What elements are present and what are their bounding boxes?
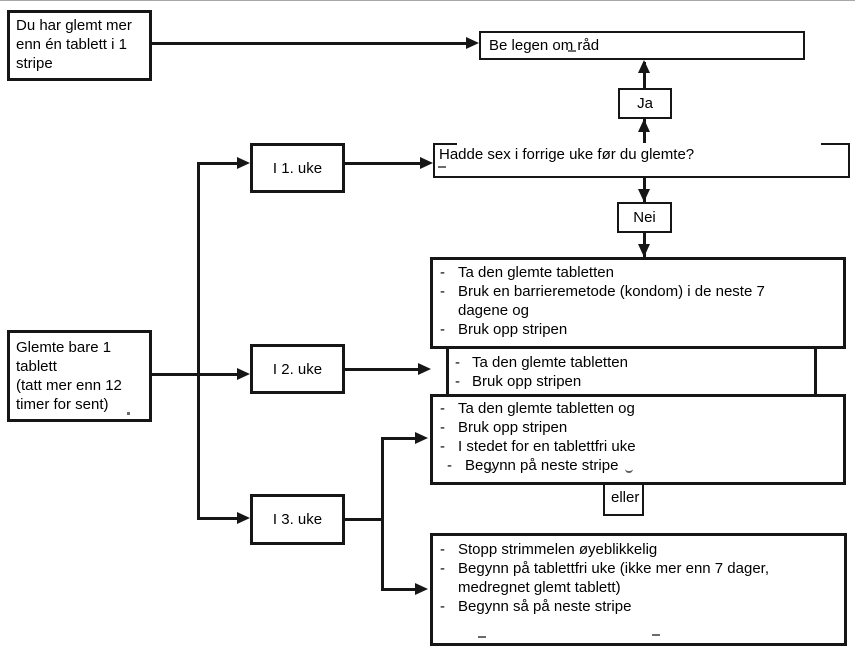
yes-box: Ja bbox=[618, 88, 672, 119]
box-text: Be legen om råd bbox=[489, 37, 600, 54]
connector-week3-option1 bbox=[381, 437, 415, 440]
box-text: Hadde sex i forrige uke før du glemte? bbox=[439, 146, 695, 163]
list-item: - Bruk opp stripen bbox=[449, 372, 814, 391]
page-top-border bbox=[0, 0, 855, 1]
connector-forgotone-week2 bbox=[152, 373, 237, 376]
week3-node-box: I 3. uke bbox=[250, 494, 345, 545]
list-item: - Bruk opp stripen bbox=[433, 320, 843, 339]
week3-option2-box: - Stopp strimmelen øyeblikkelig - Begynn… bbox=[430, 533, 847, 646]
bullet-text: Begynn så på neste stripe bbox=[458, 598, 632, 615]
box-text: eller bbox=[611, 489, 640, 506]
or-box: eller bbox=[603, 485, 644, 516]
had-sex-question-box: Hadde sex i forrige uke før du glemte? bbox=[433, 143, 850, 178]
box-text: Nei bbox=[633, 209, 656, 226]
print-artifact bbox=[438, 166, 446, 168]
forgot-one-box: Glemte bare 1 tablett (tatt mer enn 12 t… bbox=[7, 330, 152, 422]
print-artifact bbox=[625, 466, 633, 473]
box-text-line: enn én tablett i 1 bbox=[16, 36, 127, 53]
bullet-text: Bruk en barrieremetode (kondom) i de nes… bbox=[458, 283, 765, 319]
week1-node-box: I 1. uke bbox=[250, 143, 345, 193]
box-text: I 3. uke bbox=[272, 511, 323, 528]
arrowhead-right-icon bbox=[466, 37, 479, 49]
bullet-dash: - bbox=[440, 321, 445, 338]
connector-week2-actions bbox=[345, 368, 418, 371]
box-text: I 1. uke bbox=[272, 159, 323, 177]
forgot-multiple-box: Du har glemt mer enn én tablett i 1 stri… bbox=[7, 10, 152, 81]
arrowhead-right-icon bbox=[237, 368, 250, 380]
arrowhead-up-icon bbox=[638, 60, 650, 73]
arrowhead-down-icon bbox=[638, 244, 650, 257]
bullet-text: Bruk opp stripen bbox=[472, 373, 582, 390]
box-text-line: timer for sent) bbox=[16, 396, 109, 413]
connector-week3-split bbox=[345, 518, 383, 521]
connector-yes-askdoctor bbox=[643, 62, 646, 88]
arrowhead-up-icon bbox=[638, 119, 650, 132]
bullet-text: Ta den glemte tabletten og bbox=[458, 400, 635, 417]
arrowhead-right-icon bbox=[237, 157, 250, 169]
bullet-dash: - bbox=[440, 560, 445, 577]
week2-actions-box: - Ta den glemte tabletten - Bruk opp str… bbox=[446, 349, 817, 394]
list-item: - I stedet for en tablettfri uke bbox=[433, 437, 843, 456]
bullet-dash: - bbox=[440, 438, 445, 455]
bullet-dash: - bbox=[440, 598, 445, 615]
week2-node-box: I 2. uke bbox=[250, 344, 345, 394]
print-artifact bbox=[127, 412, 130, 415]
connector-branch-trunk bbox=[197, 162, 200, 520]
arrowhead-right-icon bbox=[237, 512, 250, 524]
list-item: - Ta den glemte tabletten bbox=[449, 353, 814, 372]
bullet-text: Bruk opp stripen bbox=[458, 419, 568, 436]
box-text-line: (tatt mer enn 12 bbox=[16, 377, 122, 394]
arrowhead-right-icon bbox=[420, 157, 433, 169]
list-item: - Bruk opp stripen bbox=[433, 418, 843, 437]
bullet-dash: - bbox=[455, 373, 460, 390]
box-text-line: Glemte bare 1 bbox=[16, 339, 112, 356]
list-item: - Ta den glemte tabletten og bbox=[433, 399, 843, 418]
bullet-dash: - bbox=[440, 400, 445, 417]
connector-week1-question bbox=[345, 162, 420, 165]
connector-week3-split-vertical bbox=[381, 438, 384, 591]
arrowhead-right-icon bbox=[415, 432, 428, 444]
print-artifact bbox=[652, 634, 660, 636]
connector-trunk-week1 bbox=[197, 162, 237, 165]
arrowhead-right-icon bbox=[415, 583, 428, 595]
week1-actions-box: - Ta den glemte tabletten - Bruk en barr… bbox=[430, 257, 846, 349]
connector-week3-option2 bbox=[381, 588, 415, 591]
bullet-dash: - bbox=[440, 541, 445, 558]
box-text: Ja bbox=[637, 95, 653, 112]
list-item: - Begynn så på neste stripe bbox=[433, 597, 844, 616]
box-text-line: tablett bbox=[16, 358, 57, 375]
week3-option1-box: - Ta den glemte tabletten og - Bruk opp … bbox=[430, 394, 846, 485]
arrowhead-right-icon bbox=[418, 363, 431, 375]
bullet-text: Begynn på neste stripe bbox=[465, 457, 619, 474]
list-item: - Begynn på neste stripe bbox=[433, 456, 843, 475]
print-artifact bbox=[478, 636, 486, 638]
bullet-dash: - bbox=[447, 457, 452, 474]
bullet-text: Ta den glemte tabletten bbox=[458, 264, 614, 281]
arrowhead-down-icon bbox=[638, 189, 650, 202]
box-text-line: stripe bbox=[16, 55, 53, 72]
bullet-dash: - bbox=[455, 354, 460, 371]
bullet-text: Begynn på tablettfri uke (ikke mer enn 7… bbox=[458, 560, 770, 596]
bullet-text: Stopp strimmelen øyeblikkelig bbox=[458, 541, 658, 558]
box-text: I 2. uke bbox=[272, 360, 323, 378]
list-item: - Begynn på tablettfri uke (ikke mer enn… bbox=[433, 559, 844, 597]
bullet-text: Ta den glemte tabletten bbox=[472, 354, 628, 371]
bullet-text: I stedet for en tablettfri uke bbox=[458, 438, 636, 455]
bullet-dash: - bbox=[440, 283, 445, 300]
box-text-line: Du har glemt mer bbox=[16, 17, 132, 34]
connector-forgotmany-askdoctor bbox=[152, 42, 466, 45]
list-item: - Ta den glemte tabletten bbox=[433, 263, 843, 282]
list-item: - Stopp strimmelen øyeblikkelig bbox=[433, 540, 844, 559]
bullet-dash: - bbox=[440, 419, 445, 436]
connector-trunk-week3 bbox=[197, 517, 237, 520]
list-item: - Bruk en barrieremetode (kondom) i de n… bbox=[433, 282, 843, 320]
no-box: Nei bbox=[617, 202, 672, 233]
box-border-stub bbox=[821, 143, 848, 145]
box-border-stub bbox=[435, 143, 457, 145]
bullet-text: Bruk opp stripen bbox=[458, 321, 568, 338]
ask-doctor-box: Be legen om råd bbox=[479, 31, 805, 60]
bullet-dash: - bbox=[440, 264, 445, 281]
print-artifact bbox=[486, 464, 494, 471]
print-artifact bbox=[568, 50, 576, 52]
